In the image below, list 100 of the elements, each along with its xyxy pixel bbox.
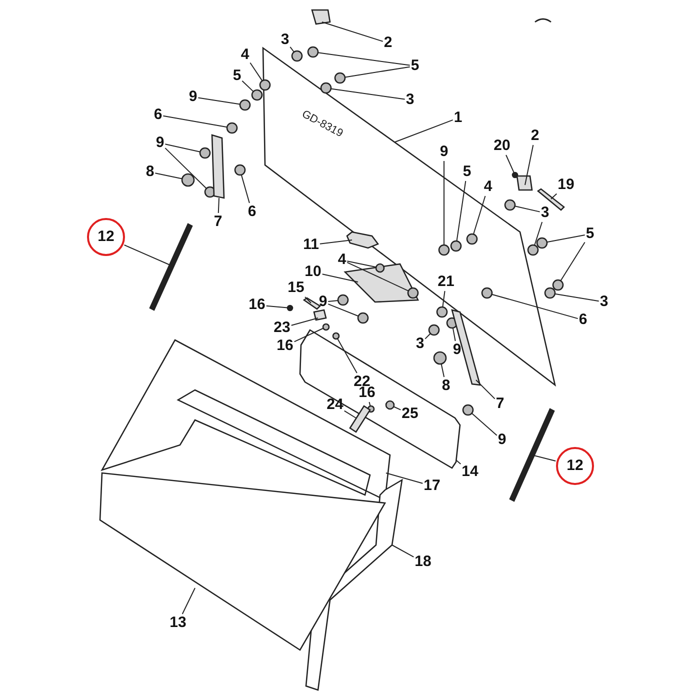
callout-number: 6	[578, 312, 588, 328]
callout-number: 4	[484, 179, 492, 195]
leader-line	[344, 410, 356, 418]
washer	[199, 147, 211, 159]
leader-line	[164, 148, 207, 189]
floor-panel	[99, 472, 386, 651]
leader-line	[164, 144, 201, 152]
callout-number: 24	[326, 397, 344, 413]
callout-number: 16	[248, 297, 266, 313]
callout-number: 13	[170, 615, 186, 631]
washer	[332, 332, 340, 340]
washer	[544, 287, 556, 299]
leader-line	[290, 46, 294, 52]
leader-line	[368, 402, 371, 407]
leader-line	[182, 588, 196, 614]
callout-number: 5	[410, 58, 420, 74]
leader-line	[452, 327, 456, 342]
callout-number: 9	[188, 89, 198, 105]
leader-line	[304, 296, 312, 304]
washer	[334, 72, 346, 84]
callout-number: 12	[556, 447, 594, 485]
gas-strut	[509, 408, 555, 502]
hinge-bracket	[451, 309, 481, 386]
callout-number: 21	[438, 274, 454, 290]
washer	[259, 79, 271, 91]
leader-line	[394, 119, 454, 142]
handle	[349, 405, 371, 433]
leader-line	[472, 196, 486, 235]
leader-line	[514, 206, 540, 212]
leader-line	[442, 290, 446, 308]
callout-number: 3	[416, 336, 424, 352]
callout-number: 23	[274, 320, 290, 336]
leader-line	[198, 97, 241, 105]
pin	[286, 304, 294, 312]
leader-line	[346, 260, 377, 268]
callout-number: 4	[240, 47, 250, 63]
callout-number: 16	[358, 385, 376, 401]
washer	[291, 50, 303, 62]
callout-number: 7	[214, 214, 222, 230]
washer	[226, 122, 238, 134]
callout-number: 7	[496, 396, 504, 412]
hinge-bracket	[211, 134, 225, 199]
leader-line	[290, 318, 318, 326]
leader-line	[336, 338, 358, 374]
leader-line	[242, 80, 254, 92]
callout-number: 8	[442, 378, 450, 394]
callout-number: 9	[498, 432, 506, 448]
washer	[536, 237, 548, 249]
callout-number: 15	[288, 280, 304, 296]
callout-number: 6	[248, 204, 256, 220]
leader-line	[330, 88, 406, 100]
leader-line	[476, 380, 496, 400]
callout-number: 9	[156, 135, 164, 151]
leader-line	[322, 274, 358, 282]
washer	[436, 306, 448, 318]
callout-number: 5	[232, 68, 242, 84]
callout-number: 14	[462, 464, 478, 480]
callout-number: 8	[146, 164, 154, 180]
leader-line	[386, 472, 424, 484]
leader-line	[344, 66, 410, 78]
washer	[504, 199, 516, 211]
callout-number: 25	[402, 406, 418, 422]
catch	[313, 309, 327, 321]
leader-line	[328, 304, 359, 317]
hinge-plate	[516, 175, 533, 191]
seal-ring	[346, 231, 380, 249]
leader-line	[317, 52, 410, 66]
callout-number: 18	[414, 554, 432, 570]
washer	[239, 99, 251, 111]
callout-number: 9	[452, 342, 462, 358]
washer	[320, 82, 332, 94]
leader-line	[550, 193, 558, 200]
leader-line	[392, 544, 414, 558]
leader-line	[154, 172, 183, 180]
leader-line	[456, 460, 462, 464]
hinge-plate	[311, 9, 331, 25]
callout-number: 9	[440, 144, 448, 160]
leader-line	[250, 62, 263, 82]
leader-line	[554, 293, 600, 302]
washer	[527, 244, 539, 256]
leader-line	[491, 294, 578, 320]
callout-number: 5	[586, 226, 594, 242]
washer	[322, 323, 330, 331]
callout-number: 1	[454, 110, 462, 126]
window-lid	[299, 329, 461, 469]
leader-line	[319, 240, 352, 244]
leader-line	[240, 174, 250, 204]
leader-line	[328, 300, 339, 302]
callout-number: 4	[338, 252, 346, 268]
callout-number: 20	[494, 138, 510, 154]
callout-number: 3	[600, 294, 608, 310]
leader-line	[524, 144, 534, 186]
washer	[251, 89, 263, 101]
callout-number: 17	[424, 478, 440, 494]
leader-line	[440, 363, 445, 378]
gas-strut	[149, 223, 193, 311]
washer	[357, 312, 369, 324]
callout-number: 2	[384, 35, 392, 51]
callout-number: 19	[558, 177, 574, 193]
callout-number: 3	[540, 205, 550, 221]
